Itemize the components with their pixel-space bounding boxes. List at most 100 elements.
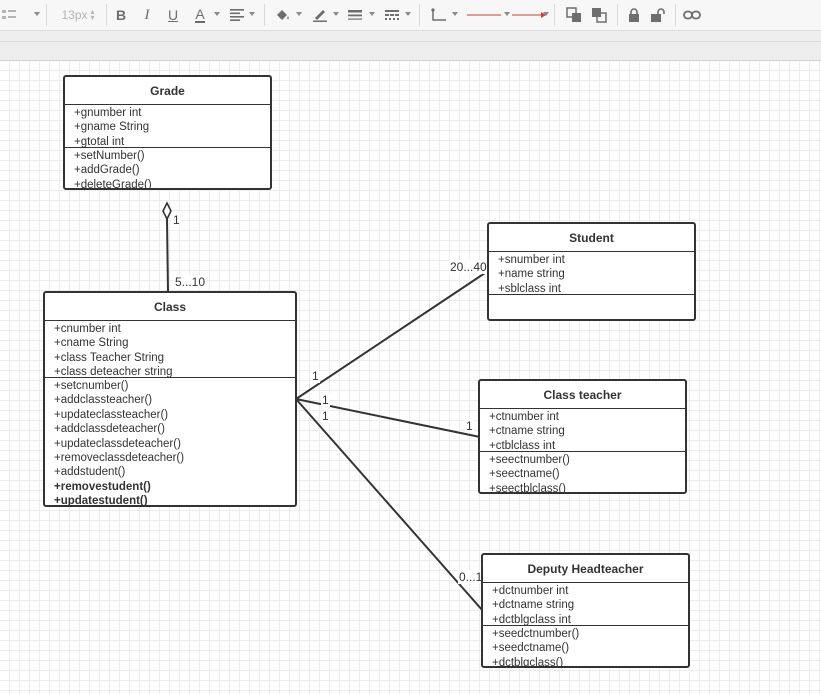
method: +removestudent() (54, 480, 151, 493)
method: +addstudent() (54, 466, 126, 479)
class-name: Class teacher (480, 381, 685, 409)
association-edge-class-deputy[interactable] (295, 398, 484, 612)
pencil-icon (313, 10, 327, 22)
toolbar-divider (419, 4, 420, 26)
chevron-down-icon[interactable] (333, 12, 339, 16)
font-color-icon: A (195, 6, 205, 23)
multiplicity-label: 1 (465, 419, 474, 433)
lock-button[interactable] (624, 4, 644, 26)
attribute: +dctnumber int (492, 585, 569, 597)
toolbar-divider (675, 4, 676, 26)
attribute: +sblclass int (498, 282, 561, 295)
attribute: +ctname string (489, 425, 565, 438)
attribute: +dctname string (492, 599, 575, 612)
font-size-input[interactable]: 13px ▴▾ (56, 4, 100, 26)
font-color-button[interactable]: A (189, 4, 211, 26)
method: +seedctname() (492, 642, 570, 655)
multiplicity-label: 0...1 (458, 570, 484, 584)
method: +updateclassteacher() (54, 408, 169, 421)
method: +dctblgclass() (492, 656, 564, 668)
chevron-down-icon[interactable] (504, 12, 510, 16)
method: +seedctnumber() (492, 628, 580, 640)
line-color-button[interactable] (309, 4, 331, 26)
chevron-down-icon[interactable] (369, 12, 375, 16)
unlock-button[interactable] (648, 4, 668, 26)
method: +addclassteacher() (54, 394, 153, 407)
attribute: +gtotal int (74, 135, 125, 148)
connector-style-button[interactable] (428, 4, 450, 26)
methods-section: +setcnumber() +addclassteacher() +update… (45, 378, 295, 507)
method: +seectnumber() (489, 454, 570, 466)
toolbar: 13px ▴▾ B I U A (0, 0, 821, 31)
class-name: Class (45, 293, 295, 321)
chevron-down-icon[interactable] (543, 12, 549, 16)
chevron-down-icon[interactable] (214, 12, 220, 16)
attributes-section: +dctnumber int +dctname string +dctblgcl… (483, 583, 688, 626)
class-deputy-headteacher[interactable]: Deputy Headteacher +dctnumber int +dctna… (481, 553, 690, 668)
aggregation-diamond-icon (162, 201, 172, 221)
attributes-section: +ctnumber int +ctname string +ctblclass … (480, 409, 685, 452)
method: +seectblclass() (489, 482, 567, 494)
toolbar-divider (106, 4, 107, 26)
stepper-icon: ▴▾ (90, 7, 95, 22)
association-edge-class-student[interactable] (295, 270, 489, 400)
link-icon (683, 10, 701, 20)
underline-button[interactable]: U (167, 7, 179, 23)
class-grade[interactable]: Grade +gnumber int +gname String +gtotal… (63, 75, 272, 190)
italic-button[interactable]: I (144, 6, 150, 23)
method: +updatestudent() (54, 495, 148, 507)
chevron-down-icon[interactable] (296, 12, 302, 16)
method: +addGrade() (74, 164, 140, 177)
attribute: +dctblgclass int (492, 613, 571, 626)
multiplicity-label: 1 (311, 369, 320, 383)
bring-to-front-button[interactable] (563, 4, 585, 26)
class-class[interactable]: Class +cnumber int +cname String +class … (43, 291, 297, 507)
ruler-strip (0, 31, 821, 61)
toolbar-divider (264, 4, 265, 26)
method: +setcnumber() (54, 380, 129, 392)
method: +addclassdeteacher() (54, 423, 165, 436)
line-style-button[interactable] (382, 4, 402, 26)
aggregation-edge-class-grade[interactable] (166, 218, 169, 293)
format-panel-icon[interactable] (0, 4, 18, 26)
attributes-section: +gnumber int +gname String +gtotal int (65, 105, 270, 148)
chevron-down-icon[interactable] (249, 12, 255, 16)
class-name: Deputy Headteacher (483, 555, 688, 583)
methods-section: +seectnumber() +seectname() +seectblclas… (480, 452, 685, 494)
toolbar-divider (554, 4, 555, 26)
multiplicity-label: 5...10 (174, 275, 207, 289)
line-width-icon (348, 10, 362, 20)
method: +updateclassdeteacher() (54, 437, 181, 450)
attribute: +ctnumber int (489, 411, 559, 423)
bring-to-front-icon (566, 7, 581, 22)
link-button[interactable] (681, 4, 703, 26)
line-start-button[interactable] (466, 4, 502, 26)
method: +removeclassdeteacher() (54, 452, 185, 465)
line-start-icon (467, 14, 501, 16)
class-class-teacher[interactable]: Class teacher +ctnumber int +ctname stri… (478, 379, 687, 494)
attribute: +snumber int (498, 254, 565, 266)
font-size-value: 13px (61, 8, 88, 22)
attribute: +name string (498, 268, 565, 281)
lock-icon (629, 8, 639, 22)
chevron-down-icon[interactable] (452, 12, 458, 16)
multiplicity-label: 1 (321, 393, 330, 407)
attribute: +gname String (74, 121, 150, 134)
bold-button[interactable]: B (115, 7, 127, 23)
chevron-down-icon[interactable] (405, 12, 411, 16)
send-to-back-button[interactable] (588, 4, 610, 26)
paint-bucket-icon (277, 10, 289, 20)
attribute: +cname String (54, 337, 129, 350)
fill-color-button[interactable] (272, 4, 294, 26)
align-button[interactable] (227, 4, 247, 26)
methods-section: +seedctnumber() +seedctname() +dctblgcla… (483, 626, 688, 668)
class-student[interactable]: Student +snumber int +name string +sblcl… (487, 222, 696, 321)
line-width-button[interactable] (345, 4, 365, 26)
send-to-back-icon (592, 8, 607, 23)
chevron-down-icon (34, 12, 40, 16)
method: +setNumber() (74, 150, 145, 162)
attribute: +class Teacher String (54, 351, 165, 364)
elbow-connector-icon (431, 8, 446, 21)
attributes-section: +cnumber int +cname String +class Teache… (45, 321, 295, 378)
